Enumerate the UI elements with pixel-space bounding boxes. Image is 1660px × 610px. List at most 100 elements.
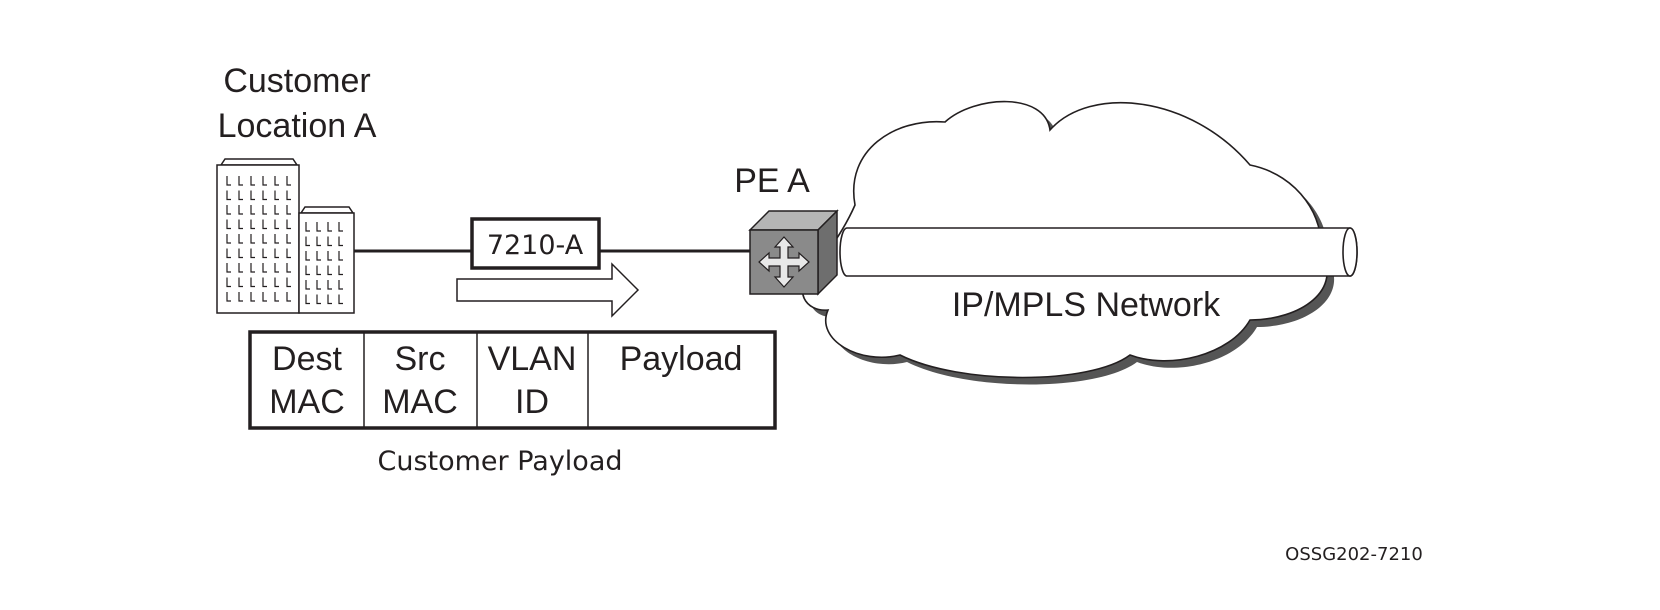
- building-window: [226, 248, 231, 259]
- frame-caption: Customer Payload: [377, 446, 622, 477]
- building-window: [238, 176, 243, 186]
- building-window: [226, 277, 231, 288]
- building-window: [250, 190, 255, 201]
- building-window: [286, 277, 291, 288]
- building-window: [262, 263, 267, 273]
- building-window: [338, 294, 343, 305]
- building-window: [226, 219, 231, 230]
- direction-arrow-icon: [456, 262, 640, 318]
- device-7210-label: 7210-A: [487, 230, 584, 261]
- building-window: [262, 292, 267, 302]
- building-windows: [226, 176, 343, 305]
- building-window: [250, 263, 255, 273]
- building-window: [226, 205, 231, 215]
- pe-label: PE A: [734, 162, 810, 200]
- building-window: [226, 263, 231, 273]
- building-window: [274, 277, 279, 288]
- building-window: [262, 277, 267, 288]
- building-window: [338, 265, 343, 276]
- device-7210-box: [470, 217, 601, 270]
- building-window: [274, 292, 279, 302]
- building-window: [274, 190, 279, 201]
- site-label-line2: Location A: [218, 107, 377, 145]
- tunnel-pipe: [839, 227, 1358, 277]
- building-window: [274, 248, 279, 259]
- building-window: [327, 251, 332, 261]
- building-window: [338, 251, 343, 261]
- tunnel-end-cap: [1342, 227, 1358, 277]
- building-window: [327, 294, 332, 305]
- building-window: [238, 292, 243, 302]
- building-window: [305, 294, 310, 305]
- building-window: [286, 234, 291, 244]
- building-window: [316, 280, 321, 290]
- pe-router-icon: [748, 209, 839, 296]
- building-window: [274, 263, 279, 273]
- building-window: [250, 234, 255, 244]
- building-window: [274, 176, 279, 186]
- building-window: [250, 205, 255, 215]
- building-window: [327, 236, 332, 247]
- building-window: [250, 219, 255, 230]
- frame-field-src-mac-line2: MAC: [382, 383, 458, 421]
- building-window: [286, 190, 291, 201]
- frame-border: [248, 330, 777, 430]
- building-window: [238, 190, 243, 201]
- building-window: [286, 248, 291, 259]
- building-window: [262, 176, 267, 186]
- building-window: [262, 205, 267, 215]
- building-window: [238, 205, 243, 215]
- building-window: [226, 234, 231, 244]
- router-cross-arrows-icon: [758, 236, 810, 288]
- building-window: [305, 280, 310, 290]
- frame-field-payload: Payload: [620, 340, 743, 378]
- network-label: IP/MPLS Network: [952, 286, 1221, 324]
- building-window: [238, 248, 243, 259]
- building-window: [250, 248, 255, 259]
- frame-field-vlan-id-line2: ID: [515, 383, 549, 421]
- frame-field-src-mac-line1: Src: [395, 340, 446, 378]
- building-window: [238, 219, 243, 230]
- building-window: [238, 277, 243, 288]
- site-label-line1: Customer: [223, 62, 370, 100]
- building-window: [274, 234, 279, 244]
- building-window: [262, 248, 267, 259]
- building-window: [286, 205, 291, 215]
- building-window: [327, 265, 332, 276]
- building-window: [286, 219, 291, 230]
- office-building-icon: [216, 158, 355, 314]
- building-window: [286, 176, 291, 186]
- building-window: [286, 292, 291, 302]
- building-window: [250, 292, 255, 302]
- building-window: [274, 219, 279, 230]
- building-window: [327, 280, 332, 290]
- building-window: [305, 222, 310, 232]
- frame-field-dest-mac-line1: Dest: [272, 340, 342, 378]
- frame-field-dest-mac-line2: MAC: [269, 383, 345, 421]
- building-window: [305, 236, 310, 247]
- building-window: [316, 236, 321, 247]
- building-window: [226, 292, 231, 302]
- building-window: [316, 294, 321, 305]
- building-window: [226, 176, 231, 186]
- building-window: [338, 280, 343, 290]
- building-window: [316, 265, 321, 276]
- figure-id: OSSG202-7210: [1285, 544, 1423, 565]
- building-window: [327, 222, 332, 232]
- building-window: [262, 190, 267, 201]
- building-window: [316, 251, 321, 261]
- building-window: [262, 234, 267, 244]
- building-window: [274, 205, 279, 215]
- frame-field-vlan-id-line1: VLAN: [488, 340, 577, 378]
- building-window: [305, 265, 310, 276]
- building-window: [238, 234, 243, 244]
- building-window: [286, 263, 291, 273]
- building-window: [262, 219, 267, 230]
- building-window: [250, 277, 255, 288]
- building-window: [238, 263, 243, 273]
- building-window: [305, 251, 310, 261]
- building-window: [316, 222, 321, 232]
- frame-format: Dest MAC Src MAC VLAN ID Payload: [248, 330, 777, 430]
- building-window: [226, 190, 231, 201]
